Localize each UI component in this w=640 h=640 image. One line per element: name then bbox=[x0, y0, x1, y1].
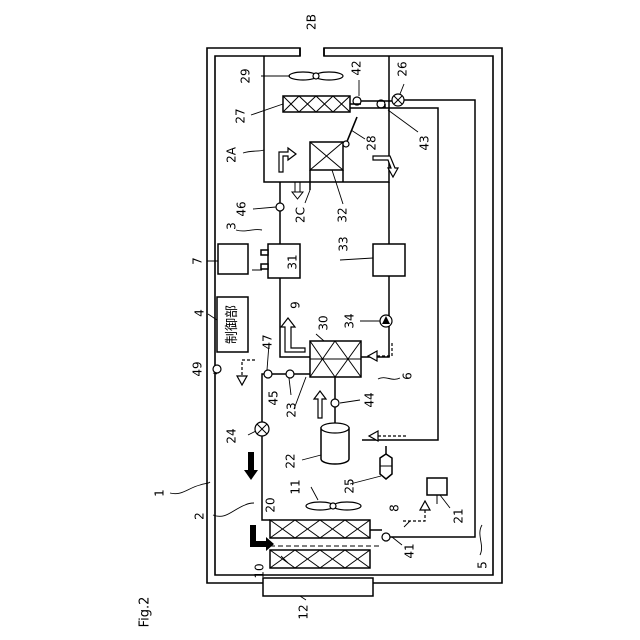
sensor-46 bbox=[276, 203, 284, 211]
lead-squiggle-2 bbox=[213, 503, 254, 516]
airflow-arrow-8-head bbox=[420, 501, 430, 510]
label-47: 47 bbox=[261, 334, 275, 349]
label-25: 25 bbox=[343, 478, 357, 493]
component-33 bbox=[373, 244, 405, 276]
label-27: 27 bbox=[234, 108, 248, 123]
label-3: 3 bbox=[225, 222, 239, 230]
outdoor-fan bbox=[306, 502, 361, 510]
housing-opening-2b bbox=[300, 48, 324, 56]
label-42: 42 bbox=[350, 60, 364, 75]
figure-caption: Fig.2 bbox=[138, 597, 153, 628]
label-22: 22 bbox=[284, 453, 298, 468]
label-10: 10 bbox=[253, 563, 267, 578]
airflow-arrow-left bbox=[279, 148, 296, 172]
lead-squiggle-3 bbox=[236, 230, 262, 231]
sensor-49 bbox=[213, 365, 221, 373]
flow-arrow-23 bbox=[314, 391, 326, 418]
label-31: 31 bbox=[286, 254, 300, 269]
component-7 bbox=[218, 244, 248, 274]
exhaust-arrow-head bbox=[237, 376, 247, 385]
evaporator bbox=[283, 96, 350, 112]
label-43: 43 bbox=[418, 135, 432, 150]
label-45: 45 bbox=[267, 390, 281, 405]
label-11: 11 bbox=[289, 479, 303, 494]
label-2b: 2B bbox=[305, 14, 319, 30]
sensor-44 bbox=[331, 399, 339, 407]
label-46: 46 bbox=[235, 201, 249, 216]
sensor-47 bbox=[264, 370, 272, 378]
outdoor-heat-exchanger bbox=[270, 520, 370, 538]
air-mix-door-pivot bbox=[343, 141, 349, 147]
label-2a: 2A bbox=[225, 146, 239, 163]
label-32: 32 bbox=[336, 207, 350, 222]
label-34: 34 bbox=[343, 313, 357, 328]
exhaust-arrow bbox=[242, 360, 255, 376]
sensor-41 bbox=[382, 533, 390, 541]
controller-label: 制御部 bbox=[225, 305, 240, 344]
chiller bbox=[310, 341, 361, 377]
label-44: 44 bbox=[363, 392, 377, 407]
label-24: 24 bbox=[225, 428, 239, 443]
compressor bbox=[321, 423, 349, 464]
coolant-pump bbox=[380, 315, 392, 327]
label-5: 5 bbox=[476, 561, 490, 569]
lead-squiggle-1 bbox=[170, 482, 210, 494]
label-1: 1 bbox=[153, 489, 167, 497]
label-26: 26 bbox=[396, 61, 410, 76]
front-grille bbox=[263, 578, 373, 596]
lead-squiggle-5 bbox=[480, 525, 482, 555]
label-23: 23 bbox=[285, 402, 299, 417]
label-9: 9 bbox=[289, 301, 303, 309]
label-41: 41 bbox=[403, 543, 417, 558]
label-2: 2 bbox=[193, 512, 207, 520]
label-7: 7 bbox=[191, 257, 205, 265]
blower-fan bbox=[289, 72, 343, 80]
accumulator bbox=[380, 446, 392, 479]
drain-2c bbox=[292, 182, 303, 199]
label-2c: 2C bbox=[294, 207, 308, 223]
lead-squiggle-6 bbox=[378, 378, 400, 380]
label-4: 4 bbox=[193, 309, 207, 317]
sensor-45 bbox=[286, 370, 294, 378]
label-30: 30 bbox=[317, 315, 331, 330]
label-49: 49 bbox=[191, 361, 205, 376]
coolant-arrow-6-head bbox=[368, 351, 377, 361]
expansion-valve-26 bbox=[392, 94, 404, 106]
air-arrow-down bbox=[244, 452, 258, 480]
flow-arrow-9 bbox=[281, 318, 305, 352]
label-29: 29 bbox=[239, 68, 253, 83]
label-6: 6 bbox=[401, 372, 415, 380]
label-28: 28 bbox=[365, 135, 379, 150]
airflow-arrow-right bbox=[373, 156, 398, 177]
label-33: 33 bbox=[337, 236, 351, 251]
coolant-heater-link bbox=[310, 170, 343, 182]
airflow-arrow-8 bbox=[403, 510, 425, 521]
label-21: 21 bbox=[452, 508, 466, 523]
radiator bbox=[270, 550, 370, 568]
label-20: 20 bbox=[264, 497, 278, 512]
label-12: 12 bbox=[297, 604, 311, 619]
evaporator-supply-pipe bbox=[350, 100, 475, 521]
heater-core bbox=[310, 142, 343, 170]
label-8: 8 bbox=[388, 504, 402, 512]
expansion-valve-24 bbox=[255, 422, 269, 436]
component-21 bbox=[427, 478, 447, 495]
